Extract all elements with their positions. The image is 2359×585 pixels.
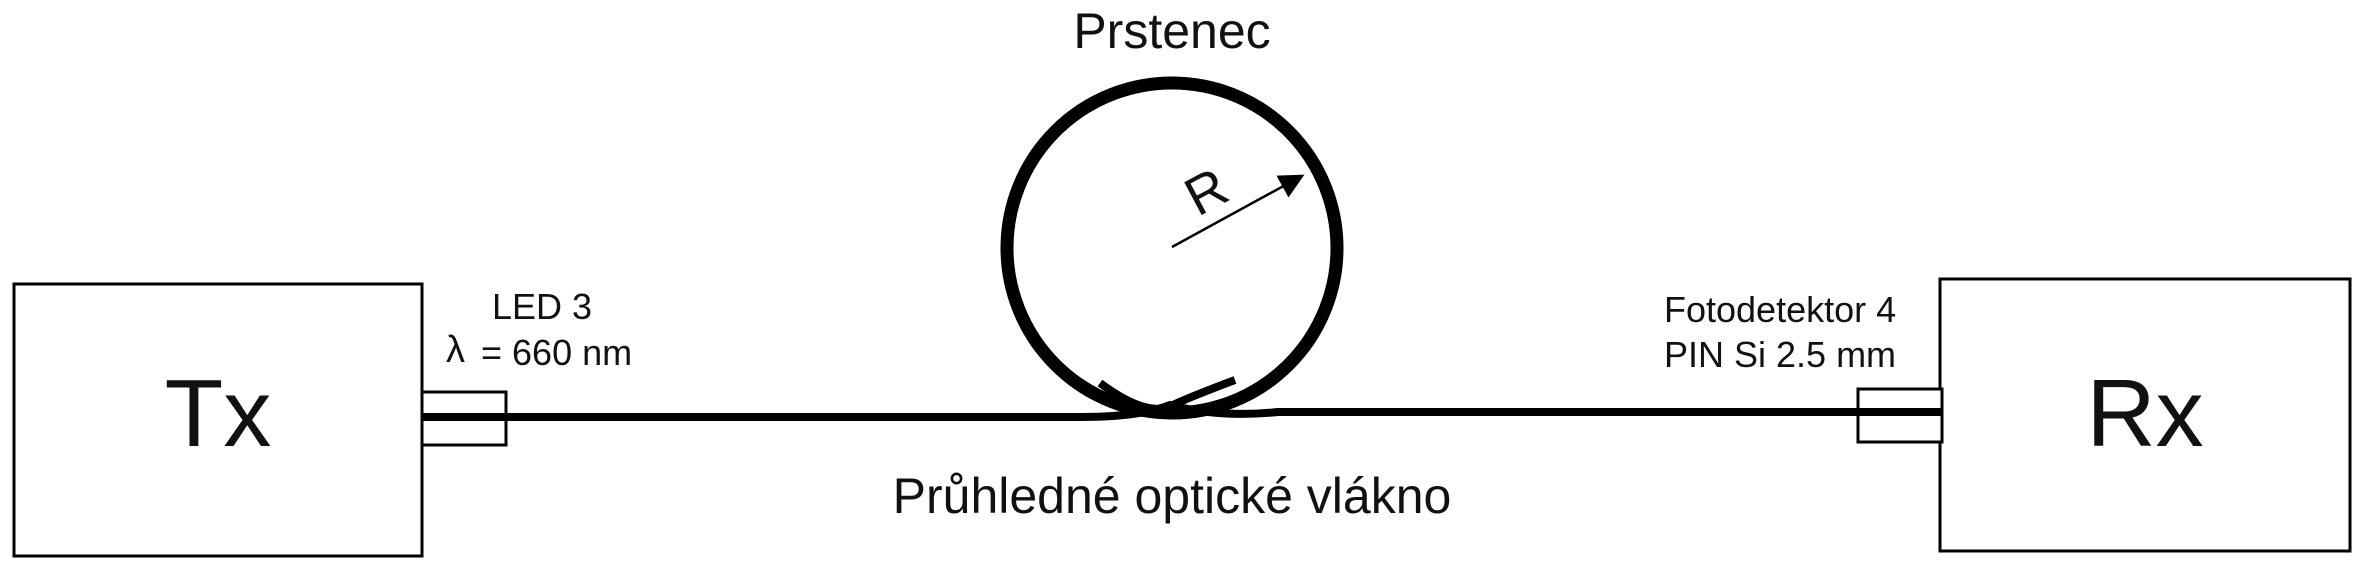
fiber-ring — [1000, 76, 1344, 420]
fiber-caption: Průhledné optické vlákno — [893, 468, 1452, 524]
detector-name: Fotodetektor 4 — [1664, 289, 1896, 330]
detector-type: PIN Si 2.5 mm — [1664, 334, 1896, 375]
rx-label: Rx — [2086, 360, 2203, 467]
lambda-symbol: λ — [446, 329, 465, 371]
fiber-crossing — [1097, 376, 1237, 413]
radius-arrow — [1171, 174, 1305, 249]
tx-label: Tx — [165, 360, 272, 467]
led-wavelength: = 660 nm — [481, 332, 632, 373]
ring-title: Prstenec — [1073, 3, 1270, 59]
led-name: LED 3 — [492, 286, 592, 327]
